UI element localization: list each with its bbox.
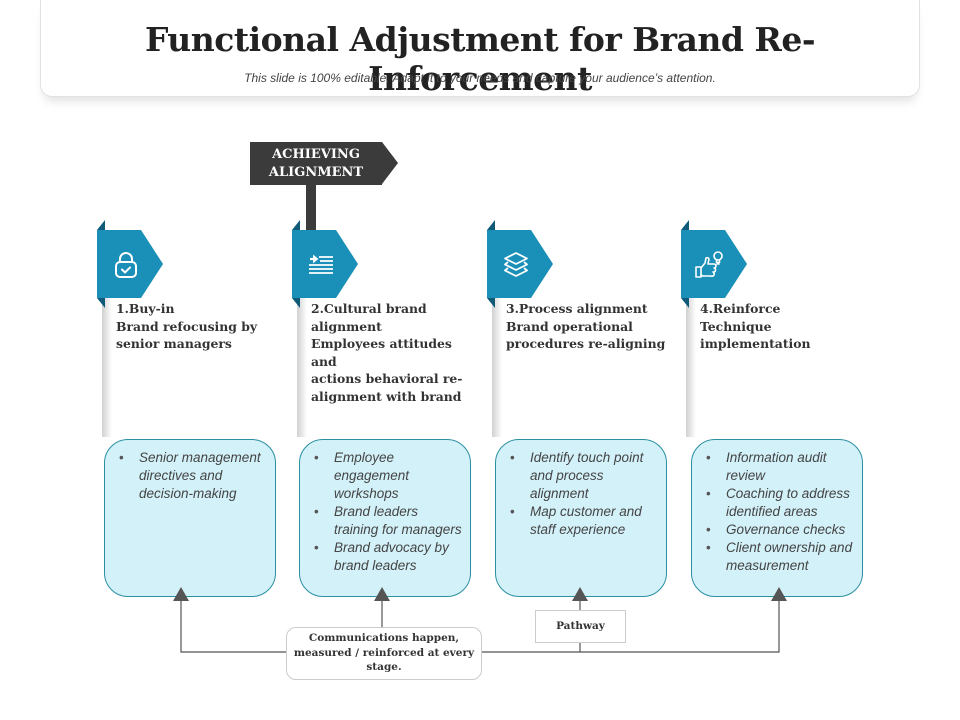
page-subtitle: This slide is 100% editable. Adapt it to… <box>244 71 716 85</box>
bullet-item: Senior management directives and decisio… <box>119 449 267 503</box>
signpost-label: ACHIEVING ALIGNMENT <box>268 147 364 180</box>
lock-check-icon <box>115 252 137 278</box>
page-title: Functional Adjustment for Brand Re-Infor… <box>144 20 816 98</box>
ribbon-fold <box>681 220 689 230</box>
signpost-pole <box>306 185 316 233</box>
bullet-list: Senior management directives and decisio… <box>119 449 267 503</box>
bullet-list: Identify touch point and process alignme… <box>510 449 658 539</box>
ribbon-fold <box>97 220 105 230</box>
stage-detail-box-4: Information audit review Coaching to add… <box>691 439 863 597</box>
connector-line <box>180 600 287 653</box>
stage-heading: 2.Cultural brand alignment Employees att… <box>311 301 463 404</box>
bullet-item: Information audit review <box>706 449 854 485</box>
bullet-item: Brand leaders training for managers <box>314 503 462 539</box>
layers-icon <box>504 252 528 277</box>
thumbs-up-bulb-icon <box>695 251 723 278</box>
title-banner: Functional Adjustment for Brand Re-Infor… <box>40 0 920 98</box>
stage-column-4: 4.Reinforce Technique implementation <box>681 220 866 440</box>
column-shadow <box>686 232 696 437</box>
bullet-item: Brand advocacy by brand leaders <box>314 539 462 575</box>
stage-column-1: 1.Buy-in Brand refocusing by senior mana… <box>97 220 282 440</box>
stage-badge <box>681 230 747 298</box>
column-shadow <box>102 232 112 437</box>
list-arrow-icon <box>309 254 333 274</box>
bullet-item: Identify touch point and process alignme… <box>510 449 658 503</box>
stage-detail-box-1: Senior management directives and decisio… <box>104 439 276 597</box>
ribbon-fold <box>681 298 689 308</box>
communications-note: Communications happen, measured / reinfo… <box>286 627 482 680</box>
bullet-item: Map customer and staff experience <box>510 503 658 539</box>
stage-heading: 1.Buy-in Brand refocusing by senior mana… <box>116 301 258 351</box>
stage-column-3: 3.Process alignment Brand operational pr… <box>487 220 672 440</box>
ribbon-fold <box>97 298 105 308</box>
stage-detail-box-2: Employee engagement workshops Brand lead… <box>299 439 471 597</box>
bullet-item: Client ownership and measurement <box>706 539 854 575</box>
column-shadow <box>492 232 502 437</box>
ribbon-fold <box>487 220 495 230</box>
bullet-list: Information audit review Coaching to add… <box>706 449 854 575</box>
column-shadow <box>297 232 307 437</box>
stage-badge <box>97 230 163 298</box>
stage-detail-box-3: Identify touch point and process alignme… <box>495 439 667 597</box>
stage-column-2: 2.Cultural brand alignment Employees att… <box>292 220 477 440</box>
bullet-item: Employee engagement workshops <box>314 449 462 503</box>
achieving-alignment-signpost: ACHIEVING ALIGNMENT <box>250 142 398 185</box>
connector-line <box>482 600 780 653</box>
ribbon-fold <box>487 298 495 308</box>
bullet-item: Coaching to address identified areas <box>706 485 854 521</box>
stage-heading: 3.Process alignment Brand operational pr… <box>506 301 666 351</box>
bullet-item: Governance checks <box>706 521 854 539</box>
stage-badge <box>292 230 358 298</box>
stage-badge <box>487 230 553 298</box>
bullet-list: Employee engagement workshops Brand lead… <box>314 449 462 575</box>
stage-heading: 4.Reinforce Technique implementation <box>700 301 811 351</box>
pathway-label: Pathway <box>535 610 626 643</box>
ribbon-fold <box>292 298 300 308</box>
ribbon-fold <box>292 220 300 230</box>
